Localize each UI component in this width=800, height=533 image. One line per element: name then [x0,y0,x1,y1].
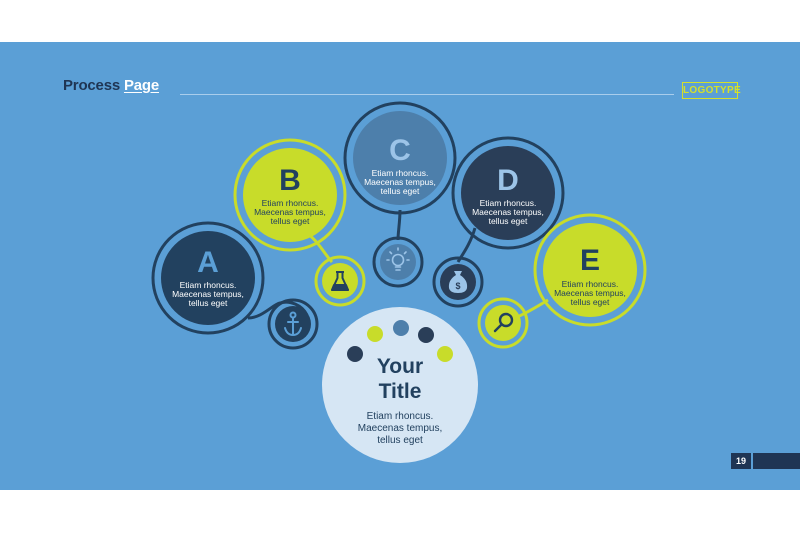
center-circle [322,307,478,463]
text-b-3: tellus eget [271,216,310,226]
ring-magnifier [477,297,529,349]
center-title-line1: Your [377,355,423,378]
text-e-1: Etiam rhoncus. [562,279,619,289]
dot-lime-1 [367,326,383,342]
ring-bulb [372,236,424,288]
text-a-3: tellus eget [189,298,228,308]
center-text-1: Etiam rhoncus. [367,411,434,422]
money-bag-icon: $ [448,271,468,293]
center-title-line2: Title [379,380,422,403]
ring-c [343,101,457,215]
text-d-3: tellus eget [489,216,528,226]
text-c-2: Maecenas tempus, [364,177,436,187]
connector-e [514,298,549,320]
anchor-icon [284,311,302,337]
page-number-bar [753,453,800,469]
letter-a: A [197,246,219,279]
center-text-2: Maecenas tempus, [358,423,443,434]
slide: Process Page LOGOTYPE A Etiam rhoncus. M… [0,42,800,490]
text-c-3: tellus eget [381,186,420,196]
icon-bubble-b [322,263,358,299]
page-number: 19 [731,453,751,469]
circle-a [161,231,255,325]
logotype: LOGOTYPE [682,82,741,99]
header-rule [180,94,674,95]
text-c-1: Etiam rhoncus. [372,168,429,178]
letter-b: B [279,164,301,197]
circle-e [543,223,637,317]
dot-lime-2 [437,346,453,362]
text-a-1: Etiam rhoncus. [180,280,237,290]
circle-c [353,111,447,205]
icon-bubble-c [380,244,416,280]
icon-bubble-e [485,305,521,341]
lightbulb-icon [386,247,410,271]
page-title: Process Page [63,77,159,94]
circle-d [461,146,555,240]
dot-navy-2 [347,346,363,362]
ring-e [533,213,647,327]
process-diagram: A Etiam rhoncus. Maecenas tempus, tellus… [151,101,647,463]
circle-b [243,148,337,242]
svg-text:$: $ [455,281,460,291]
ring-d [451,136,565,250]
text-b-1: Etiam rhoncus. [262,198,319,208]
dot-steel [393,320,409,336]
letter-c: C [389,134,411,167]
text-d-1: Etiam rhoncus. [480,198,537,208]
flask-icon [331,271,349,291]
text-d-2: Maecenas tempus, [472,207,544,217]
connector-c [396,209,402,241]
connector-d [456,227,477,263]
title-word-page: Page [123,77,160,94]
ring-anchor [267,298,319,350]
text-a-2: Maecenas tempus, [172,289,244,299]
ring-moneybag [432,256,484,308]
title-word-process: Process [63,77,120,94]
center-text-3: tellus eget [377,435,423,446]
letter-e: E [580,244,600,277]
magnifier-icon [493,312,514,333]
text-e-3: tellus eget [571,297,610,307]
letter-d: D [497,164,519,197]
text-b-2: Maecenas tempus, [254,207,326,217]
dot-navy-1 [418,327,434,343]
ring-b [233,138,347,252]
ring-a [151,221,265,335]
text-e-2: Maecenas tempus, [554,288,626,298]
ring-flask [314,255,366,307]
